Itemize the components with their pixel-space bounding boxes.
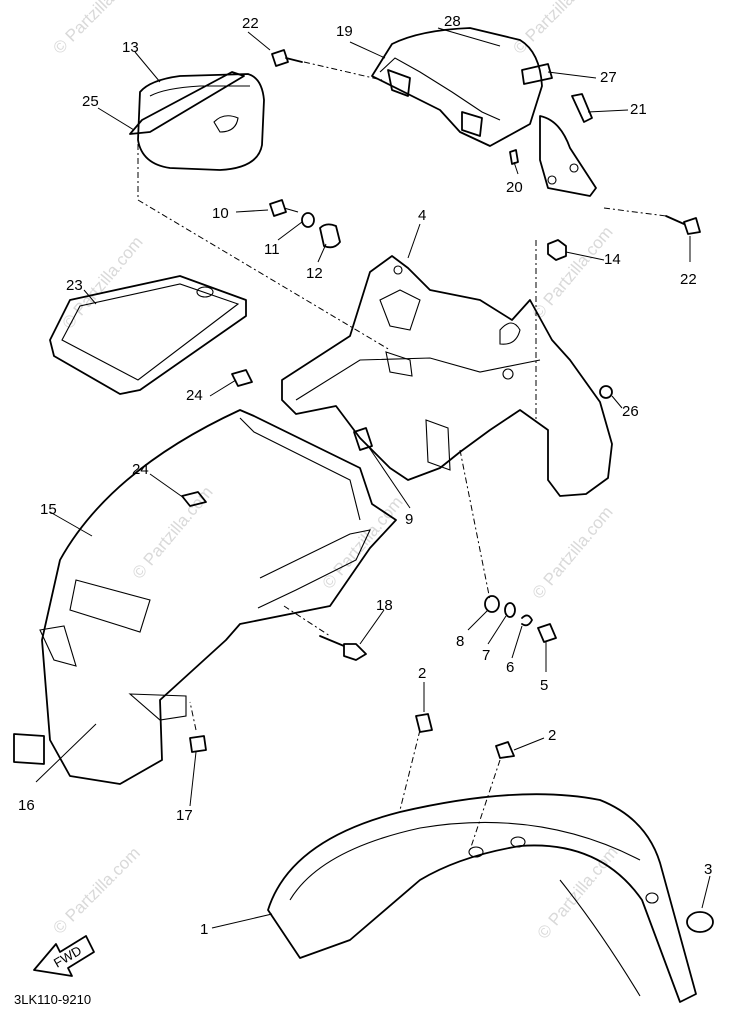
callout-2: 2 [418, 665, 426, 682]
screw [319, 635, 367, 661]
bolt [415, 713, 433, 733]
license-plate-frame [49, 275, 247, 395]
callout-24: 24 [132, 461, 149, 478]
callout-22: 22 [242, 15, 259, 32]
callout-4: 4 [418, 207, 426, 224]
bolt [271, 49, 303, 67]
callout-28: 28 [444, 13, 461, 30]
grommet [686, 911, 714, 933]
callout-14: 14 [604, 251, 621, 268]
watermark-text: © Partzilla.com [509, 0, 603, 58]
callout-labels: 1 2 2 3 4 5 6 7 8 9 10 11 12 13 14 15 16… [18, 13, 712, 938]
callout-12: 12 [306, 265, 323, 282]
bolt [495, 741, 515, 759]
callout-8: 8 [456, 633, 464, 650]
callout-26: 26 [622, 403, 639, 420]
callout-20: 20 [506, 179, 523, 196]
callout-27: 27 [600, 69, 617, 86]
tail-lamp [129, 71, 265, 171]
forward-direction-arrow: FWD [33, 935, 95, 977]
leader-lines [35, 27, 711, 929]
screw [189, 735, 207, 753]
callout-13: 13 [122, 39, 139, 56]
callout-3: 3 [704, 861, 712, 878]
pin [509, 149, 519, 165]
callout-24: 24 [186, 387, 203, 404]
callout-10: 10 [212, 205, 229, 222]
callout-16: 16 [18, 797, 35, 814]
forward-arrow-label: FWD [51, 943, 84, 971]
fastener-stack [484, 595, 557, 643]
nut [547, 239, 567, 261]
callout-15: 15 [40, 501, 57, 518]
callout-19: 19 [336, 23, 353, 40]
clip [353, 427, 373, 451]
callout-23: 23 [66, 277, 83, 294]
callout-6: 6 [506, 659, 514, 676]
callout-11: 11 [264, 241, 280, 258]
callout-17: 17 [176, 807, 193, 824]
clip-nut [231, 369, 253, 387]
watermark-text: © Partzilla.com [49, 843, 143, 937]
lamp-housing [371, 27, 553, 147]
callout-25: 25 [82, 93, 99, 110]
callout-21: 21 [630, 101, 647, 118]
callout-9: 9 [405, 511, 413, 528]
callout-22: 22 [680, 271, 697, 288]
reflector [13, 733, 45, 765]
rear-fender [39, 409, 397, 785]
watermark-text: © Partzilla.com [529, 223, 617, 323]
rod [571, 93, 593, 123]
watermark-text: © Partzilla.com [534, 843, 622, 943]
callout-7: 7 [482, 647, 490, 664]
license-bracket [539, 115, 597, 197]
diagram-code: 3LK110-9210 [14, 992, 91, 1007]
bolt [665, 215, 701, 235]
front-fender [267, 793, 697, 1003]
rear-frame [281, 255, 613, 497]
callout-18: 18 [376, 597, 393, 614]
bolt-washer-collar [269, 199, 341, 249]
callout-1: 1 [200, 921, 208, 938]
clip-nut [181, 491, 207, 507]
assembly-lines [137, 61, 667, 851]
callout-5: 5 [540, 677, 548, 694]
grommet [599, 385, 613, 399]
watermark-text: © Partzilla.com [529, 503, 617, 603]
callout-2: 2 [548, 727, 556, 744]
